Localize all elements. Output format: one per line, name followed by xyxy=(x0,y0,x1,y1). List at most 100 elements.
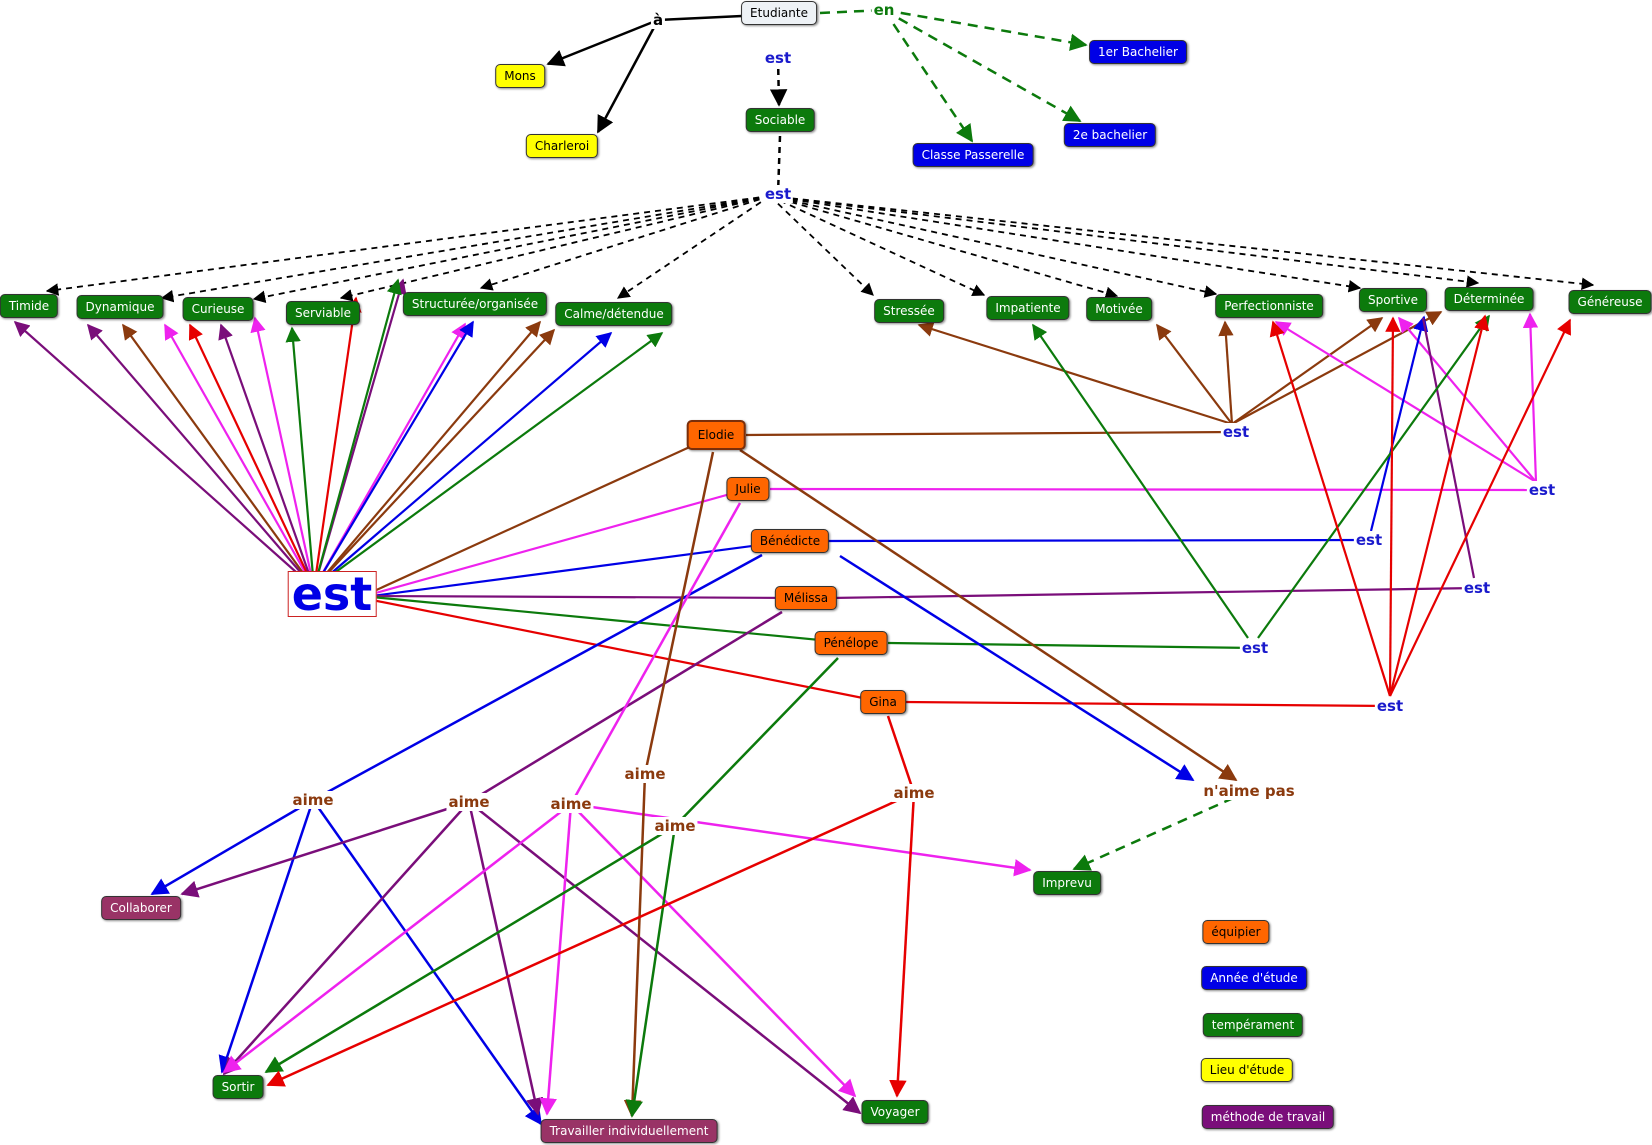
edge xyxy=(468,801,862,1115)
node-collaborer[interactable]: Collaborer xyxy=(101,896,181,920)
node-bac2[interactable]: 2e bachelier xyxy=(1063,123,1157,147)
link-label-est_meli: est xyxy=(1461,579,1493,597)
node-genereuse[interactable]: Généreuse xyxy=(1568,290,1652,314)
link-label-aime_gina: aime xyxy=(891,784,937,802)
edge xyxy=(339,195,771,302)
node-structuree[interactable]: Structurée/organisée xyxy=(402,292,548,316)
edge xyxy=(769,195,874,296)
edge xyxy=(539,803,573,1116)
edge xyxy=(218,323,316,589)
edge xyxy=(769,487,1543,492)
edge xyxy=(371,598,884,704)
node-leg_temperament[interactable]: tempérament xyxy=(1202,1013,1304,1037)
link-label-aime_julie: aime xyxy=(548,795,594,813)
node-leg_lieu[interactable]: Lieu d'étude xyxy=(1200,1058,1294,1082)
edge xyxy=(546,18,659,67)
node-penelope[interactable]: Pénélope xyxy=(814,631,888,655)
edge xyxy=(312,296,362,589)
node-benedicte[interactable]: Bénédicte xyxy=(750,529,830,553)
node-leg_equipier[interactable]: équipier xyxy=(1202,920,1270,944)
link-label-aime_bene: aime xyxy=(290,791,336,809)
edge xyxy=(266,791,915,1087)
edge xyxy=(643,451,715,775)
edge xyxy=(903,700,1391,708)
node-etudiante[interactable]: Etudiante xyxy=(741,1,817,25)
edge xyxy=(570,803,857,1098)
edge xyxy=(569,502,742,805)
node-motivee[interactable]: Motivée xyxy=(1086,297,1152,321)
edge xyxy=(839,554,1195,782)
edge xyxy=(769,195,1119,299)
node-sociable[interactable]: Sociable xyxy=(745,108,815,132)
link-label-en: en xyxy=(871,1,897,19)
link-label-aime_elodie: aime xyxy=(622,765,668,783)
node-imprevu[interactable]: Imprevu xyxy=(1033,871,1101,895)
link-label-aime_meli: aime xyxy=(446,793,492,811)
edge xyxy=(1388,314,1490,697)
node-bac1[interactable]: 1er Bachelier xyxy=(1089,40,1187,64)
edge xyxy=(657,14,743,22)
edge xyxy=(769,195,1595,291)
edge xyxy=(917,321,1233,426)
node-determinee[interactable]: Déterminée xyxy=(1444,287,1534,311)
edge xyxy=(1072,789,1250,871)
node-serviable[interactable]: Serviable xyxy=(285,301,361,325)
node-mons[interactable]: Mons xyxy=(495,64,545,88)
edge xyxy=(827,538,1370,543)
node-leg_methode[interactable]: méthode de travail xyxy=(1201,1105,1335,1129)
edge xyxy=(250,316,316,589)
edge xyxy=(769,57,788,107)
edge xyxy=(285,326,316,589)
node-dynamique[interactable]: Dynamique xyxy=(76,295,164,319)
link-label-est_elodie: est xyxy=(1220,423,1252,441)
edge xyxy=(674,657,839,827)
edge xyxy=(467,801,544,1116)
edge xyxy=(313,331,613,589)
edge xyxy=(313,332,664,589)
node-timide[interactable]: Timide xyxy=(0,294,59,318)
node-calme[interactable]: Calme/détendue xyxy=(555,302,673,326)
edge xyxy=(769,195,1362,293)
node-curieuse[interactable]: Curieuse xyxy=(182,297,254,321)
node-charleroi[interactable]: Charleroi xyxy=(525,134,599,158)
link-label-est_bene: est xyxy=(1353,531,1385,549)
edge xyxy=(570,802,1032,877)
link-label-est_pene: est xyxy=(1239,639,1271,657)
link-label-a: à xyxy=(650,11,666,29)
node-stressee[interactable]: Stressée xyxy=(874,299,944,323)
link-label-naime: n'aime pas xyxy=(1201,782,1297,800)
node-travailler[interactable]: Travailler individuellement xyxy=(540,1119,718,1143)
edge xyxy=(222,803,572,1074)
edge xyxy=(889,792,916,1098)
edge xyxy=(769,195,1480,288)
edge xyxy=(218,799,315,1074)
edge xyxy=(886,715,916,794)
node-perfectionniste[interactable]: Perfectionniste xyxy=(1215,294,1323,318)
edge xyxy=(769,195,1218,298)
edge xyxy=(313,328,556,589)
link-label-est_big: est xyxy=(287,571,377,617)
edge xyxy=(160,195,771,303)
link-label-aime_pene: aime xyxy=(652,817,698,835)
edge xyxy=(739,448,1238,782)
node-gina[interactable]: Gina xyxy=(860,690,906,714)
node-julie[interactable]: Julie xyxy=(726,477,770,501)
edge xyxy=(371,595,852,645)
edge xyxy=(887,641,1256,650)
edge xyxy=(1369,315,1429,532)
edge xyxy=(371,539,791,598)
node-elodie[interactable]: Elodie xyxy=(686,420,746,450)
node-leg_annee[interactable]: Année d'étude xyxy=(1201,966,1307,990)
link-label-est_soc: est xyxy=(762,185,794,203)
node-impatiente[interactable]: Impatiente xyxy=(986,296,1070,320)
node-sortir[interactable]: Sortir xyxy=(212,1075,264,1099)
edge xyxy=(1156,323,1233,425)
node-voyager[interactable]: Voyager xyxy=(861,1100,929,1124)
edge xyxy=(86,323,315,589)
node-passerelle[interactable]: Classe Passerelle xyxy=(912,143,1034,167)
node-sportive[interactable]: Sportive xyxy=(1358,288,1428,312)
edge xyxy=(45,195,771,296)
edge xyxy=(313,320,541,589)
edge xyxy=(1421,317,1476,579)
node-melissa[interactable]: Mélissa xyxy=(774,586,838,610)
